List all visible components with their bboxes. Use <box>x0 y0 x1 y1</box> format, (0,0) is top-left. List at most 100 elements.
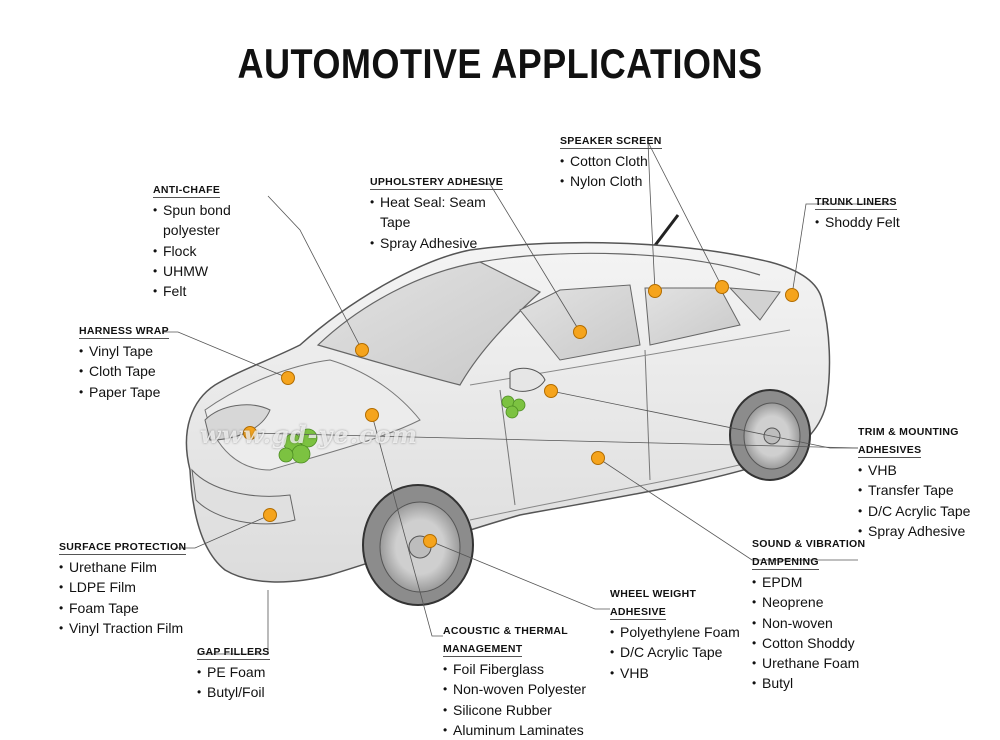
side-mirror <box>509 367 546 392</box>
page-title: AUTOMOTIVE APPLICATIONS <box>237 40 763 87</box>
callout-trunk-liners: TRUNK LINERS Shoddy Felt <box>815 192 900 233</box>
callout-heading: TRIM & MOUNTING <box>858 426 959 438</box>
marker-dot-upholstery-adhesive <box>573 325 587 339</box>
marker-dot-grille <box>243 426 257 440</box>
callout-heading-line2: DAMPENING <box>752 556 819 570</box>
list-item: Cloth Tape <box>79 361 169 382</box>
list-item: Cotton Cloth <box>560 151 662 172</box>
callout-heading-line2: MANAGEMENT <box>443 643 523 657</box>
marker-dot-wheel-weight <box>423 534 437 548</box>
watermark-text: www.gd-ye.com <box>200 420 419 449</box>
list-item: Vinyl Traction Film <box>59 618 186 639</box>
callout-list: Vinyl Tape Cloth Tape Paper Tape <box>79 341 169 402</box>
leader-line-gap-fillers <box>197 590 269 655</box>
rear-quarter-window <box>728 287 781 321</box>
list-item: Spray Adhesive <box>370 233 503 254</box>
callout-list: Heat Seal: Seam Tape Spray Adhesive <box>370 192 503 253</box>
list-item: Urethane Foam <box>752 653 865 674</box>
callout-heading: WHEEL WEIGHT <box>610 588 697 600</box>
callout-list: VHB Transfer Tape D/C Acrylic Tape Spray… <box>858 460 970 541</box>
list-item: Foam Tape <box>59 598 186 619</box>
callout-heading: GAP FILLERS <box>197 646 270 660</box>
windshield <box>316 261 542 386</box>
list-item: Tape <box>380 214 411 231</box>
list-item: D/C Acrylic Tape <box>858 501 970 522</box>
list-item: Silicone Rubber <box>443 700 586 721</box>
callout-list: Polyethylene Foam D/C Acrylic Tape VHB <box>610 622 740 683</box>
list-item: Non-woven <box>752 613 865 634</box>
list-item: Spray Adhesive <box>858 521 970 542</box>
door-line-2 <box>644 349 651 481</box>
list-item: Butyl/Foil <box>197 682 270 703</box>
callout-list: Cotton Cloth Nylon Cloth <box>560 151 662 192</box>
rear-wheel <box>729 389 811 481</box>
callout-sound-vibration: SOUND & VIBRATION DAMPENING EPDM Neopren… <box>752 534 865 694</box>
list-item: LDPE Film <box>59 577 186 598</box>
roof <box>479 252 761 276</box>
callout-upholstery-adhesive: UPHOLSTERY ADHESIVE Heat Seal: Seam Tape… <box>370 172 504 253</box>
list-item: Nylon Cloth <box>560 171 662 192</box>
callout-list: Urethane Film LDPE Film Foam Tape Vinyl … <box>59 557 186 638</box>
list-item: Vinyl Tape <box>79 341 169 362</box>
list-item: VHB <box>610 663 740 684</box>
leader-line-wheel-weight <box>429 540 610 610</box>
callout-acoustic-thermal: ACOUSTIC & THERMAL MANAGEMENT Foil Fiber… <box>443 621 586 740</box>
list-item: VHB <box>858 460 970 481</box>
callout-trim-mounting: TRIM & MOUNTING ADHESIVES VHB Transfer T… <box>858 422 970 541</box>
callout-heading: SOUND & VIBRATION <box>752 538 866 550</box>
clover-decoration-hood <box>278 428 318 464</box>
car-hood <box>204 359 421 471</box>
callout-heading: HARNESS WRAP <box>79 325 169 339</box>
marker-dot-anti-chafe <box>355 343 369 357</box>
list-item: Felt <box>153 281 231 302</box>
list-item: EPDM <box>752 572 865 593</box>
list-item: Cotton Shoddy <box>752 633 865 654</box>
headlight <box>204 404 271 441</box>
leader-line-surface-protection <box>175 514 271 549</box>
list-item: Foil Fiberglass <box>443 659 586 680</box>
list-item: Aluminum Laminates <box>443 720 586 740</box>
leader-line-trim-extra <box>249 432 859 449</box>
marker-dot-acoustic-thermal <box>365 408 379 422</box>
clover-decoration-door <box>501 395 526 419</box>
list-item: UHMW <box>153 261 231 282</box>
list-item: Spun bond <box>153 200 231 221</box>
callout-list: Spun bond polyester Flock UHMW Felt <box>153 200 231 302</box>
callout-list: Foil Fiberglass Non-woven Polyester Sili… <box>443 659 586 740</box>
list-item: Neoprene <box>752 592 865 613</box>
callout-heading: ACOUSTIC & THERMAL <box>443 625 568 637</box>
callout-gap-fillers: GAP FILLERS PE Foam Butyl/Foil <box>197 642 270 703</box>
list-item: PE Foam <box>197 662 270 683</box>
list-item: Urethane Film <box>59 557 186 578</box>
belt-line <box>469 329 791 386</box>
list-item: Flock <box>153 241 231 262</box>
list-item: Transfer Tape <box>858 480 970 501</box>
marker-dot-speaker-screen-1 <box>648 284 662 298</box>
callout-surface-protection: SURFACE PROTECTION Urethane Film LDPE Fi… <box>59 537 187 638</box>
callout-speaker-screen: SPEAKER SCREEN Cotton Cloth Nylon Cloth <box>560 131 662 192</box>
marker-dot-speaker-screen-2 <box>715 280 729 294</box>
callout-list: EPDM Neoprene Non-woven Cotton Shoddy Ur… <box>752 572 865 694</box>
list-item: Polyethylene Foam <box>610 622 740 643</box>
leader-line-harness-wrap <box>162 331 289 379</box>
marker-dot-sound-vibration <box>591 451 605 465</box>
list-item: D/C Acrylic Tape <box>610 642 740 663</box>
callout-list: PE Foam Butyl/Foil <box>197 662 270 703</box>
rear-side-window <box>644 287 741 346</box>
callout-heading: SURFACE PROTECTION <box>59 541 187 555</box>
callout-heading: SPEAKER SCREEN <box>560 135 662 149</box>
front-side-window <box>519 284 641 361</box>
list-item: Butyl <box>752 673 865 694</box>
list-item: Heat Seal: Seam <box>370 192 503 213</box>
marker-dot-trim-mounting <box>544 384 558 398</box>
callout-heading: TRUNK LINERS <box>815 196 897 210</box>
callout-heading-line2: ADHESIVE <box>610 606 667 620</box>
door-line <box>499 389 516 506</box>
callout-heading: UPHOLSTERY ADHESIVE <box>370 176 504 190</box>
list-item: Shoddy Felt <box>815 212 900 233</box>
callout-harness-wrap: HARNESS WRAP Vinyl Tape Cloth Tape Paper… <box>79 321 169 402</box>
leader-line-acoustic-thermal <box>371 414 443 637</box>
callout-wheel-weight: WHEEL WEIGHT ADHESIVE Polyethylene Foam … <box>610 584 740 683</box>
